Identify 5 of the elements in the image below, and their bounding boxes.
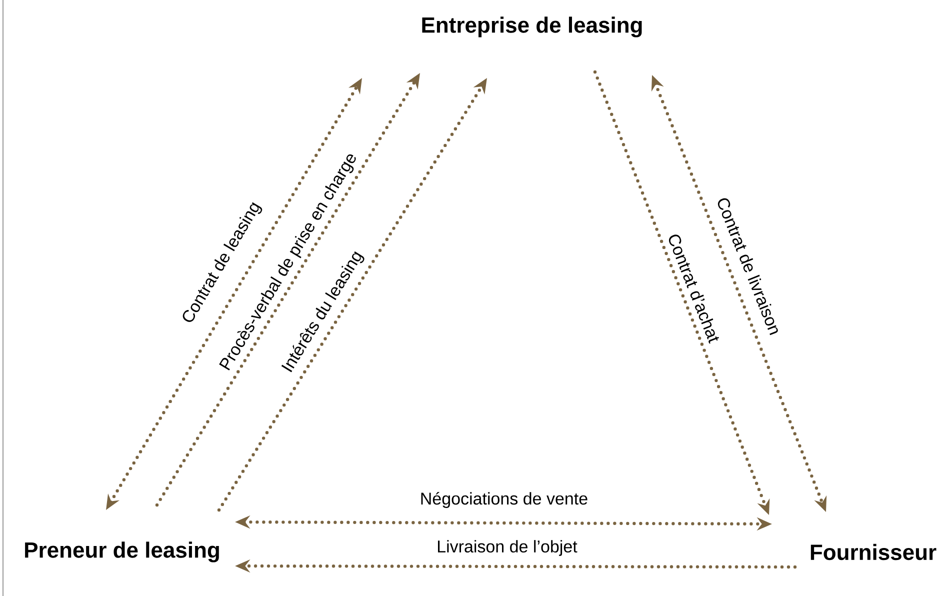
- party-label: Preneur de leasing: [25, 542, 219, 562]
- edge-label: Négociations de vente: [418, 490, 590, 509]
- party-label: Fournisseur: [810, 544, 936, 560]
- party-label: Entreprise de leasing: [422, 16, 642, 38]
- edge-label: Livraison de l’objet: [436, 539, 578, 557]
